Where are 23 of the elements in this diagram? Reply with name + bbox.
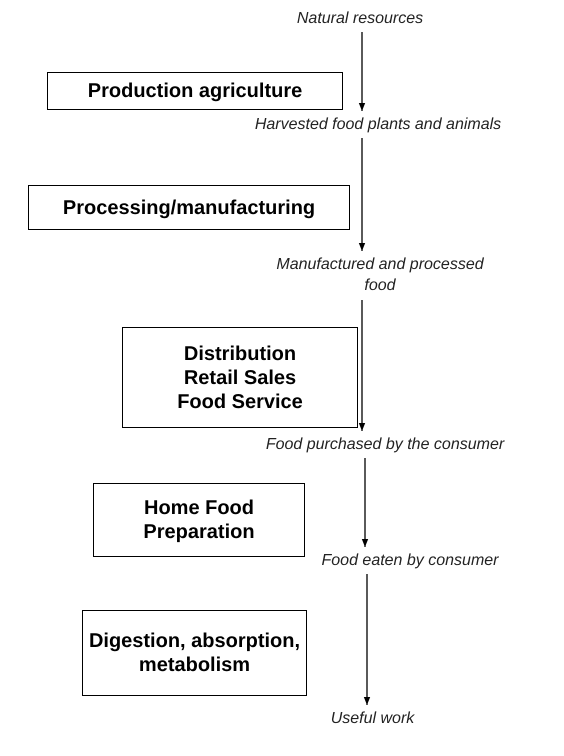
arrow	[364, 574, 370, 705]
flow-label: Harvested food plants and animals	[254, 114, 502, 134]
stage-label: Production agriculture	[88, 79, 302, 103]
flow-label: Manufactured and processed food	[275, 255, 485, 296]
stage-label: Retail Sales	[184, 366, 296, 390]
arrow	[358, 138, 366, 251]
flow-label: Natural resources	[296, 8, 424, 28]
stage-label: Distribution	[184, 342, 296, 366]
arrow	[362, 458, 368, 547]
stage-box	[93, 483, 305, 557]
stage-label: Home Food Preparation	[142, 496, 256, 544]
stage-box	[28, 185, 350, 230]
flow-label: Useful work	[330, 708, 414, 728]
stage-box	[122, 327, 358, 428]
flow-label: Food purchased by the consumer	[266, 434, 504, 454]
stage-label: Processing/manufacturing	[62, 196, 316, 220]
stage-box	[47, 72, 343, 110]
stage-box	[82, 610, 307, 696]
stage-label: Food Service	[177, 390, 303, 414]
arrow	[358, 32, 366, 111]
flow-label: Food eaten by consumer	[322, 550, 498, 570]
arrow	[358, 300, 366, 431]
stage-label: Digestion, absorption, metabolism	[88, 629, 302, 677]
